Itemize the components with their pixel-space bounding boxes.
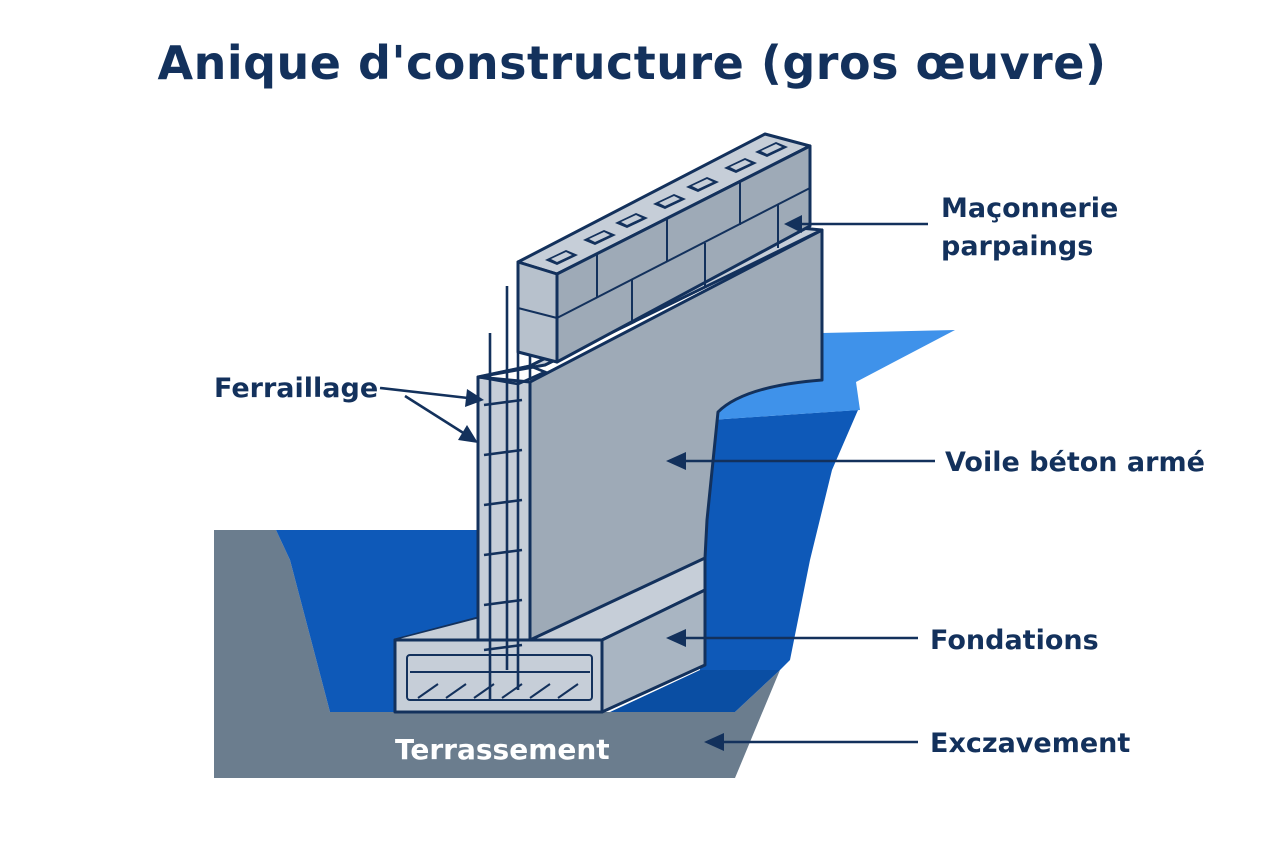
label-voile: Voile béton armé xyxy=(945,447,1205,478)
wall-end xyxy=(478,377,530,640)
trench-wall-right xyxy=(700,410,858,670)
label-maconnerie: Maçonnerie xyxy=(941,193,1118,224)
label-ferraillage: Ferraillage xyxy=(214,373,378,404)
label-terrassement: Terrassement xyxy=(395,733,610,766)
label-fondations: Fondations xyxy=(930,625,1099,656)
footing-front xyxy=(395,640,602,712)
label-parpaings: parpaings xyxy=(941,231,1093,262)
label-excavement: Exczavement xyxy=(930,728,1130,759)
